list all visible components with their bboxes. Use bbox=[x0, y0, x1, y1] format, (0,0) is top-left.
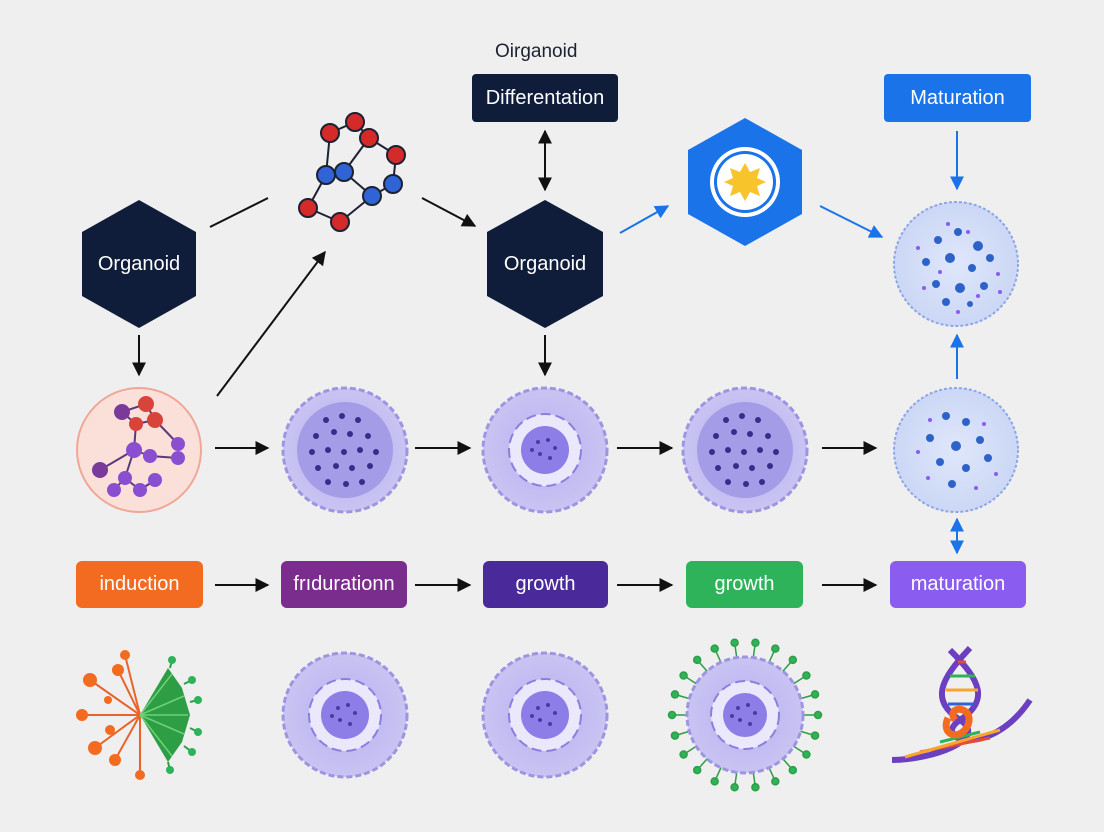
receptor-tip bbox=[710, 777, 719, 786]
receptor-tip bbox=[813, 710, 823, 720]
organoid-hexagon-left bbox=[82, 200, 196, 328]
stage-maturation: maturation bbox=[890, 561, 1026, 608]
receptor-spike bbox=[685, 676, 699, 686]
receptor-tip bbox=[810, 690, 820, 699]
receptor-tip bbox=[771, 777, 780, 786]
receptor-spike bbox=[791, 676, 805, 686]
receptor-spike bbox=[715, 765, 723, 779]
sun-icon bbox=[710, 147, 780, 217]
maturation-box: Maturation bbox=[884, 74, 1031, 122]
receptor-tip bbox=[730, 783, 739, 792]
organoid-label-left: Organoid bbox=[97, 252, 181, 275]
receptor-tip bbox=[771, 644, 780, 653]
stage-growth-1: growth bbox=[483, 561, 608, 608]
dna-helix-icon bbox=[891, 645, 1033, 763]
receptor-tip bbox=[692, 765, 702, 775]
molecule-icon-top bbox=[298, 112, 406, 232]
top-caption: Oirganoid bbox=[495, 41, 578, 62]
receptor-spike bbox=[698, 756, 709, 769]
stage-induction: induction bbox=[76, 561, 203, 608]
nucleus-cell-1 bbox=[481, 386, 609, 514]
stage-growth-2: growth bbox=[686, 561, 803, 608]
differentiation-box: Differentation bbox=[472, 74, 618, 122]
receptor-tip bbox=[679, 671, 688, 680]
receptor-tip bbox=[670, 690, 680, 699]
stage-duration: frıdurationn bbox=[281, 561, 407, 608]
dotted-cell-1 bbox=[281, 386, 409, 514]
organoid-label-center: Organoid bbox=[503, 252, 587, 275]
receptor-tip bbox=[670, 731, 680, 740]
receptor-spike bbox=[791, 744, 805, 754]
organoid-hexagon-center bbox=[487, 200, 603, 328]
blue-arrows bbox=[619, 131, 964, 555]
receptor-spike bbox=[798, 730, 813, 736]
nucleus-cell-3 bbox=[481, 651, 609, 779]
induction-cell bbox=[76, 387, 202, 513]
receptor-tip bbox=[751, 638, 760, 647]
dotted-cell-2 bbox=[681, 386, 809, 514]
receptor-cell-icon bbox=[667, 638, 823, 792]
signaling-fan-icon bbox=[76, 650, 202, 780]
receptor-tip bbox=[788, 655, 798, 665]
connector-lines bbox=[132, 129, 878, 592]
receptor-spike bbox=[698, 661, 709, 674]
receptor-tip bbox=[802, 750, 811, 759]
mature-cell-middle bbox=[893, 387, 1019, 513]
mature-cell-top bbox=[893, 201, 1019, 327]
receptor-spike bbox=[781, 661, 792, 674]
receptor-tip bbox=[802, 671, 811, 680]
receptor-tip bbox=[692, 655, 702, 665]
receptor-tip bbox=[730, 638, 739, 647]
receptor-tip bbox=[788, 765, 798, 775]
receptor-tip bbox=[679, 750, 688, 759]
receptor-tip bbox=[810, 731, 820, 740]
receptor-tip bbox=[667, 710, 677, 720]
receptor-tip bbox=[710, 644, 719, 653]
receptor-tip bbox=[751, 783, 760, 792]
nucleus-cell-2 bbox=[281, 651, 409, 779]
